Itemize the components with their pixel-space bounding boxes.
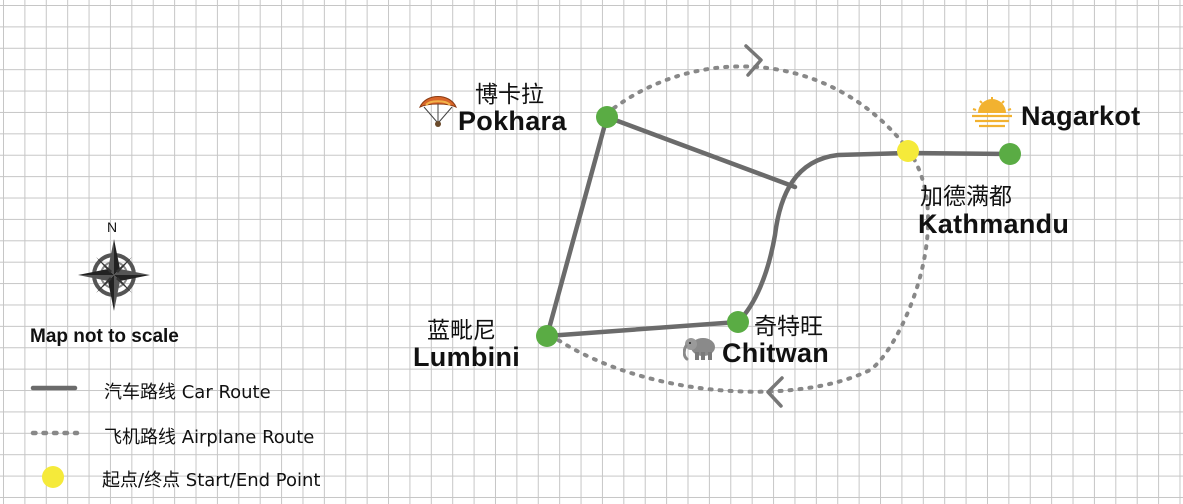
paraglider-icon <box>418 95 458 136</box>
car-route-pokhara-lumbini <box>544 114 610 339</box>
city-dot-pokhara <box>596 106 618 128</box>
car-route-kathmandu-chitwan <box>735 150 911 325</box>
compass-rose-icon <box>78 239 150 311</box>
city-label-chitwan-en: Chitwan <box>722 338 830 368</box>
car-route-pokhara-junction <box>604 114 798 190</box>
city-label-lumbini-en: Lumbini <box>413 342 521 372</box>
city-dot-nagarkot <box>999 143 1021 165</box>
legend-airplane-route-label: 飞机路线 Airplane Route <box>104 427 315 448</box>
city-label-pokhara-en: Pokhara <box>458 106 567 136</box>
city-label-nagarkot-en: Nagarkot <box>1021 101 1141 131</box>
sunrise-icon <box>970 97 1014 136</box>
legend-start-end-symbol <box>42 466 64 488</box>
city-label-lumbini-cn: 蓝毗尼 <box>427 318 496 344</box>
car-route-lumbini-chitwan <box>544 319 741 339</box>
city-label-pokhara-cn: 博卡拉 <box>475 82 544 108</box>
city-label-chitwan-cn: 奇特旺 <box>754 314 823 340</box>
city-dot-lumbini <box>536 325 558 347</box>
city-label-kathmandu-en: Kathmandu <box>918 209 1070 239</box>
airplane-direction-arrow-bottom <box>766 376 784 408</box>
legend-start-end-label: 起点/终点 Start/End Point <box>102 470 321 491</box>
start-end-dot-kathmandu <box>897 140 919 162</box>
legend-title: Map not to scale <box>30 326 179 347</box>
car-routes <box>544 114 1013 339</box>
elephant-icon <box>682 335 719 368</box>
car-route-kathmandu-nagarkot <box>905 150 1013 157</box>
airplane-direction-arrow-top <box>744 44 763 77</box>
city-dot-chitwan <box>727 311 749 333</box>
city-label-kathmandu-cn: 加德满都 <box>920 184 1012 210</box>
legend-car-route-label: 汽车路线 Car Route <box>104 382 271 403</box>
compass-north-label: N <box>107 219 118 235</box>
